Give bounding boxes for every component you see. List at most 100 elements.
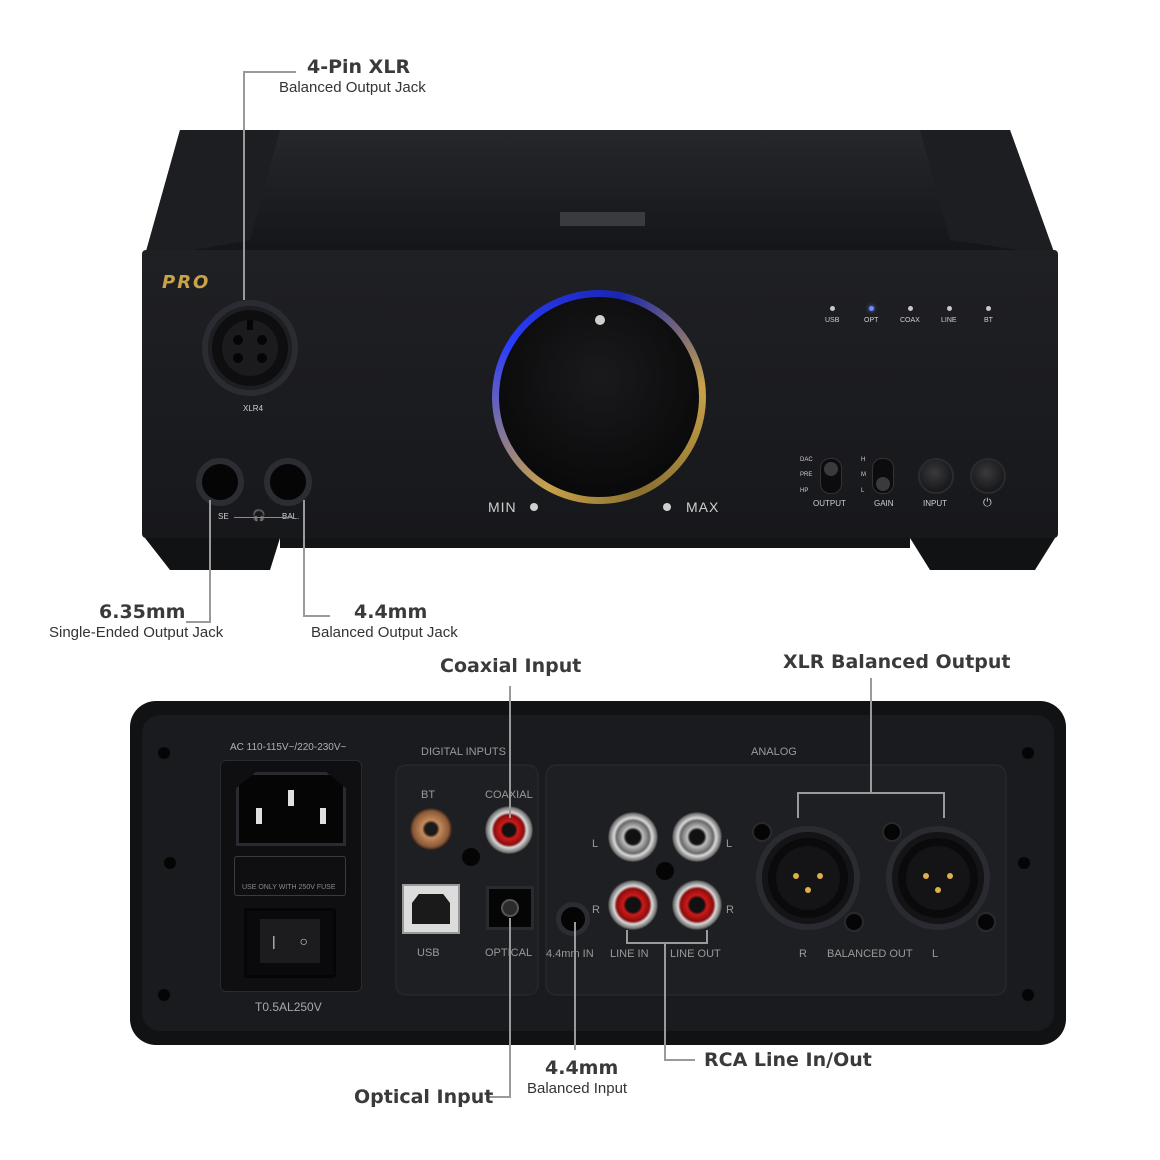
line-in-label: LINE IN [610,948,649,960]
rocker-face: |○ [260,919,320,963]
led-usb [830,306,835,311]
rca-line-out-r[interactable] [672,880,722,930]
led-line [947,306,952,311]
rca-l-label-right: L [726,838,733,850]
gain-opt-l: L [861,488,865,494]
bal-label: BAL. [282,512,299,521]
iec-pin-left [256,808,262,824]
callout-xlr-out-title: XLR Balanced Output [783,651,1011,673]
se-label: SE [218,512,229,521]
xlr-l-label: L [932,948,939,960]
pro-badge: PRO [162,272,211,293]
led-label-usb: USB [825,317,840,324]
screw [882,822,902,842]
callout-xlr-title: 4-Pin XLR [307,56,411,78]
screw [656,862,674,880]
gain-opt-h: H [861,457,866,463]
callout-bal-in-sub: Balanced Input [527,1080,628,1097]
balanced-out-label: BALANCED OUT [827,948,913,960]
output-opt-dac: DAC [800,457,813,463]
knob-max-dot [663,503,671,511]
callout-bal-sub: Balanced Output Jack [311,624,458,641]
screw [976,912,996,932]
gain-switch-knob [876,477,890,491]
volume-knob[interactable] [492,290,706,504]
usb-icon [412,894,450,924]
rocker-off-icon: ○ [299,933,309,949]
knob-face [499,297,699,497]
led-label-opt: OPT [864,317,879,324]
callout-xlr-sub: Balanced Output Jack [279,79,426,96]
bal-in-label: 4.4mm IN [546,948,594,960]
gain-opt-m: M [861,472,866,478]
rear-chassis [130,701,1066,1045]
line-out-label: LINE OUT [670,948,721,960]
rca-line-in-l[interactable] [608,812,658,862]
rear-panel-image [128,695,1068,1047]
led-coax [908,306,913,311]
callout-rca-title: RCA Line In/Out [704,1049,872,1071]
rca-r-label-right: R [726,904,734,916]
callout-optical-title: Optical Input [354,1086,494,1108]
rca-r-label-left: R [592,904,600,916]
bal-jack[interactable] [264,458,312,506]
callout-coax-title: Coaxial Input [440,655,582,677]
iec-pin-top [288,790,294,806]
analog-label: ANALOG [751,746,797,758]
headphone-icon: 🎧 [252,510,266,522]
gain-selector-switch[interactable] [872,458,894,494]
rca-l-label-left: L [592,838,599,850]
knob-max-label: MAX [686,499,720,515]
fuse-note: USE ONLY WITH 250V FUSE [242,884,336,891]
xlr-pin-icon [906,846,970,910]
usb-label: USB [417,947,440,959]
input-button[interactable] [918,458,954,494]
iec-pin-right [320,808,326,824]
output-opt-pre: PRE [800,472,813,478]
xlr-balanced-out-r[interactable] [756,826,860,930]
output-label: OUTPUT [813,499,846,508]
usb-b-port[interactable] [402,884,460,934]
bt-label: BT [421,789,436,801]
rocker-on-icon: | [271,933,276,949]
output-selector-switch[interactable] [820,458,842,494]
knob-min-label: MIN [488,499,517,515]
xlr4-label: XLR4 [243,404,264,413]
xlr-r-label: R [799,948,807,960]
power-rocker-switch[interactable]: |○ [244,908,336,978]
knob-indicator-dot [595,315,605,325]
power-button[interactable] [970,458,1006,494]
callout-se-title: 6.35mm [99,601,186,623]
callout-se-sub: Single-Ended Output Jack [49,624,224,641]
rca-line-out-l[interactable] [672,812,722,862]
led-label-coax: COAX [900,317,920,324]
output-opt-hp: HP [800,488,809,494]
jack-divider-line [234,517,294,518]
led-opt [869,306,874,311]
xlr-balanced-out-l[interactable] [886,826,990,930]
digital-inputs-label: DIGITAL INPUTS [421,746,506,758]
rca-line-in-r[interactable] [608,880,658,930]
led-bt [986,306,991,311]
optical-icon [501,899,519,917]
screw [462,848,480,866]
screw [752,822,772,842]
output-switch-knob [824,462,838,476]
power-icon: ⏻ [983,497,992,509]
se-jack[interactable] [196,458,244,506]
bt-antenna-jack[interactable] [410,808,452,850]
gain-label: GAIN [874,499,894,508]
xlr4-output-jack[interactable] [202,300,298,396]
input-label: INPUT [923,499,947,508]
iec-socket [236,772,346,846]
callout-bal-title: 4.4mm [354,601,428,623]
callout-bal-in-title: 4.4mm [545,1057,619,1079]
knob-min-dot [530,503,538,511]
xlr-pin-icon [222,320,278,376]
optical-label: OPTICAL [485,947,533,959]
bal-in-jack[interactable] [556,902,590,936]
fuse-holder [234,856,346,896]
xlr-pin-icon [776,846,840,910]
fuse-rating: T0.5AL250V [255,1000,322,1014]
